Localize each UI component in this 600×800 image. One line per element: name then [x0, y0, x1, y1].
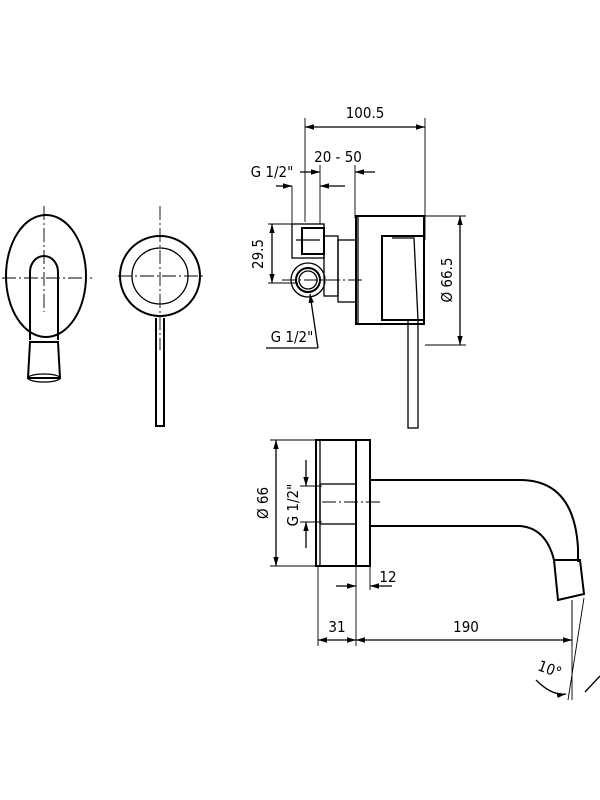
mixer-side-view: 100.5 20 - 50 G 1/2" 29.5 Ø 66.5: [249, 104, 466, 429]
dim-plate-diameter: Ø 66.5: [438, 258, 456, 303]
dim-spout-angle: 10°: [535, 657, 564, 682]
dim-inlet-thread-bottom: G 1/2": [271, 328, 314, 346]
dim-inlet-thread-top: G 1/2": [251, 163, 294, 181]
dim-spout-plate-diameter: Ø 66: [254, 487, 272, 519]
dim-spout-plate-thickness: 12: [379, 568, 396, 586]
dim-wall-depth-range: 20 - 50: [314, 148, 362, 166]
spout-front-view: [2, 206, 92, 383]
dim-spout-offset: 31: [328, 618, 345, 636]
mixer-front-view: [118, 206, 206, 427]
dim-inlet-offset: 29.5: [249, 239, 267, 269]
dim-spout-thread: G 1/2": [284, 484, 302, 527]
spout-side-view: Ø 66 G 1/2" 12 31 190: [254, 439, 600, 701]
dim-overall-depth: 100.5: [346, 104, 385, 122]
dim-spout-projection: 190: [453, 618, 479, 636]
